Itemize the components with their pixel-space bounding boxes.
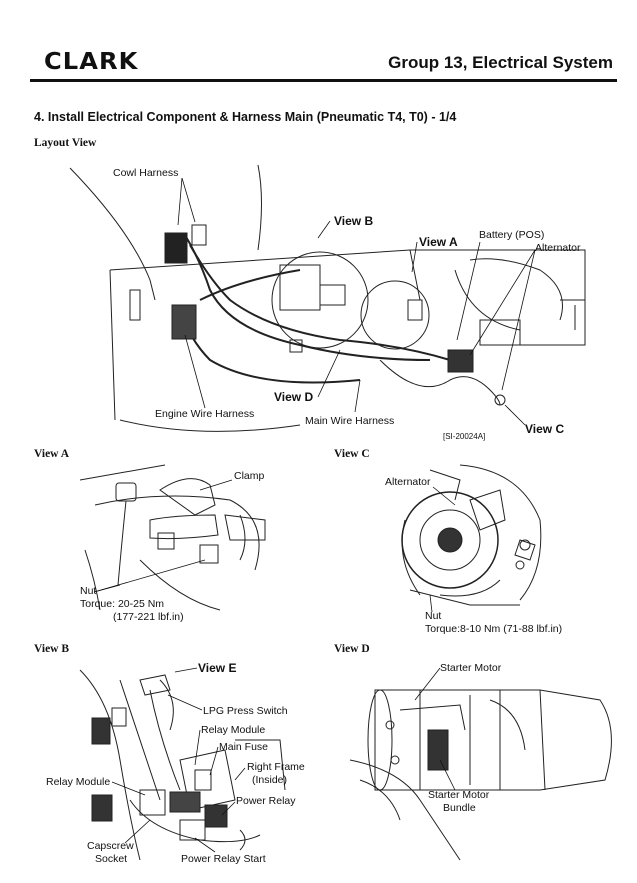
callout-cowl-harness: Cowl Harness [113,167,179,179]
view-b-socket: Socket [95,853,128,865]
layout-view-label: Layout View [34,137,97,149]
view-c-nut-label: Nut [425,610,442,622]
view-a-torque-label: Torque: 20-25 Nm [80,598,165,610]
view-a-label: View A [34,448,70,460]
view-b-power-relay-start: Power Relay Start [181,853,266,865]
view-b-right-frame-inside: (Inside) [252,774,288,786]
view-a-torque-imperial: (177-221 lbf.in) [113,611,184,623]
view-b-view-e-label: View E [198,661,237,675]
view-b-power-relay: Power Relay [236,795,296,807]
view-c-torque-label: Torque:8-10 Nm (71-88 lbf.in) [425,623,563,635]
view-c-alternator-label: Alternator [385,476,431,488]
callout-alternator: Alternator [535,242,581,254]
view-b-capscrew: Capscrew [87,840,134,852]
callout-view-d: View D [274,390,314,404]
view-b-lpg-press-switch: LPG Press Switch [203,705,288,717]
view-a-nut-label: Nut [80,585,97,597]
group-title: Group 13, Electrical System [388,53,613,72]
view-d-starter-motor-bundle: Starter Motor [428,789,490,801]
header-rule [30,79,617,82]
view-b-label: View B [34,643,70,655]
callout-view-b: View B [334,214,374,228]
reference-code: [SI-20024A] [443,432,486,441]
callout-battery-pos: Battery (POS) [479,229,545,241]
callout-view-a: View A [419,235,458,249]
view-b-relay-module-top: Relay Module [201,724,266,736]
callout-view-c: View C [525,422,565,436]
view-d-label: View D [334,643,370,655]
callout-main-wire-harness: Main Wire Harness [305,415,395,427]
clark-logo: CLARK [44,49,139,75]
view-b-main-fuse: Main Fuse [219,741,269,753]
view-b-relay-module-left: Relay Module [46,776,111,788]
callout-engine-wire-harness: Engine Wire Harness [155,408,255,420]
view-d-bundle: Bundle [443,802,476,814]
view-a-clamp-label: Clamp [234,470,265,482]
view-c-label: View C [334,448,370,460]
section-title: 4. Install Electrical Component & Harnes… [34,110,457,124]
view-d-starter-motor: Starter Motor [440,662,502,674]
view-b-right-frame: Right Frame [247,761,305,773]
